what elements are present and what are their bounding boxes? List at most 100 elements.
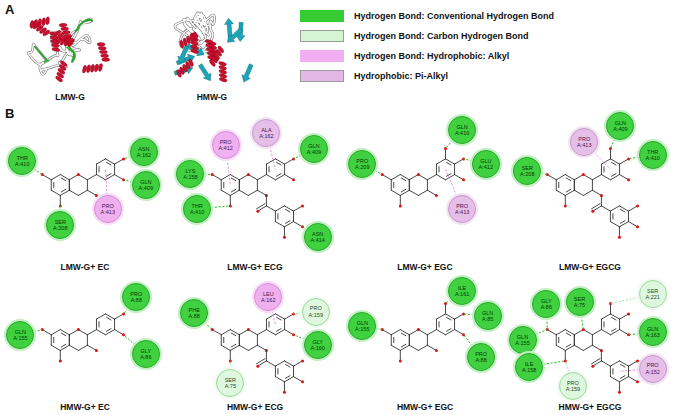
figure-caption: HMW-G+ EGC: [397, 402, 453, 412]
residue-circle: GLN A:155: [348, 312, 376, 340]
interaction-line: [270, 146, 276, 169]
interaction-line: [629, 334, 639, 335]
residue-label: GLN A:409: [135, 179, 157, 191]
residue-label: PRO A:412: [215, 139, 237, 151]
residue-circle: GLY A:86: [532, 290, 560, 318]
residue-label: ILE A:158: [518, 361, 540, 373]
residue-circle: SER A:221: [639, 280, 667, 308]
interaction-line: [124, 308, 128, 314]
interaction-line: [565, 361, 569, 372]
legend-swatch: [300, 10, 344, 22]
residue-circle: GLN A:409: [300, 135, 328, 163]
figure-caption: HMW-G: [197, 92, 228, 102]
residue-label: GLN A:155: [9, 329, 31, 341]
ligand-structure: [211, 312, 304, 393]
residue-label: PRO A:209: [351, 158, 373, 170]
residue-circle: ASN A:162: [130, 138, 158, 166]
residue-circle: SER A:75: [216, 369, 244, 397]
residue-circle: GLN A:163: [639, 318, 667, 346]
residue-circle: PRO A:413: [570, 128, 598, 156]
interaction-line: [464, 159, 473, 161]
residue-label: ASN A:162: [133, 146, 155, 158]
residue-circle: ALA A:162: [252, 119, 280, 147]
residue-circle: PRO A:152: [639, 355, 667, 383]
residue-circle: ILE A:161: [448, 277, 476, 305]
residue-label: PRO A:413: [451, 203, 473, 215]
residue-circle: THR A:410: [8, 147, 36, 175]
residue-label: PRO A:159: [305, 305, 327, 317]
ligand-structure: [211, 157, 304, 238]
residue-label: PHE A:88: [183, 307, 205, 319]
protein-ribbon: [173, 13, 255, 84]
interaction-line: [205, 323, 213, 330]
residue-circle: GLY A:86: [132, 340, 160, 368]
figure-caption: HMW-G+ EGCG: [559, 402, 622, 412]
residue-label: GLN A:155: [351, 320, 373, 332]
interaction-line: [535, 330, 547, 335]
residue-label: GLN A:409: [303, 143, 325, 155]
residue-circle: SER A:75: [566, 288, 594, 316]
residue-label: SER A:208: [49, 219, 71, 231]
residue-label: GLY A:160: [307, 339, 329, 351]
residue-label: GLU A:412: [475, 158, 497, 170]
figure-caption: LMW-G+ EGCG: [559, 262, 621, 272]
ligand-structure: [546, 147, 639, 239]
residue-circle: ILE A:158: [515, 353, 543, 381]
interaction-line: [446, 140, 453, 148]
interaction-line: [619, 370, 638, 372]
residue-label: GLY A:86: [535, 298, 557, 310]
legend-text: Hydrophobic: Pi-Alkyl: [354, 71, 448, 81]
figure-caption: HMW-G+ EC: [60, 402, 110, 412]
interaction-line: [375, 171, 383, 175]
residue-label: THR A:410: [186, 203, 208, 215]
residue-circle: PHE A:88: [180, 299, 208, 327]
residue-label: PRO A:413: [97, 203, 119, 215]
ligand-structure: [381, 302, 465, 362]
figure-caption: LMW-G+ EC: [61, 262, 110, 272]
residue-circle: SER A:208: [46, 211, 74, 239]
interaction-line: [227, 159, 230, 185]
interaction-line: [376, 328, 382, 329]
interaction-line: [294, 155, 302, 159]
interaction-line: [204, 174, 212, 175]
interaction-line: [446, 169, 457, 196]
legend-swatch: [300, 30, 344, 42]
figure-caption: LMW-G: [55, 92, 85, 102]
interaction-line: [543, 361, 565, 365]
interaction-line: [106, 169, 108, 195]
residue-label: SER A:221: [642, 288, 664, 300]
ligand-structure: [41, 312, 125, 362]
interaction-line: [294, 313, 302, 315]
residue-circle: GLU A:412: [472, 150, 500, 178]
interaction-line: [581, 316, 583, 330]
residue-label: GLN A:85: [477, 310, 499, 322]
interaction-line: [541, 173, 547, 174]
figure-caption: HMW-G+ ECG: [227, 402, 283, 412]
residue-circle: GLN A:155: [6, 321, 34, 349]
residue-label: SER A:208: [516, 165, 538, 177]
legend-text: Hydrogen Bond: Carbon Hydrogen Bond: [354, 31, 529, 41]
residue-circle: THR A:410: [639, 141, 667, 169]
residue-label: ASN A:414: [307, 231, 329, 243]
residue-label: GLN A:163: [642, 326, 664, 338]
interaction-line: [211, 206, 230, 208]
interaction-line: [124, 335, 136, 345]
residue-label: GLN A:155: [512, 334, 534, 346]
interaction-line: [629, 157, 639, 159]
legend-text: Hydrogen Bond: Conventional Hydrogen Bon…: [354, 11, 554, 21]
interaction-line: [546, 318, 548, 330]
interaction-line: [611, 297, 640, 303]
residue-label: GLY A:86: [135, 348, 157, 360]
residue-circle: PRO A:209: [348, 150, 376, 178]
residue-label: GLN A:409: [609, 120, 631, 132]
residue-label: SER A:75: [569, 296, 591, 308]
residue-label: ALA A:162: [255, 127, 277, 139]
panel-letter: B: [5, 106, 14, 121]
residue-circle: PRO A:88: [122, 283, 150, 311]
interaction-line: [294, 335, 305, 340]
interaction-line: [594, 152, 611, 169]
residue-label: ILE A:161: [451, 285, 473, 297]
residue-circle: PRO A:159: [559, 372, 587, 400]
residue-label: PRO A:413: [573, 136, 595, 148]
residue-label: THR A:410: [11, 155, 33, 167]
